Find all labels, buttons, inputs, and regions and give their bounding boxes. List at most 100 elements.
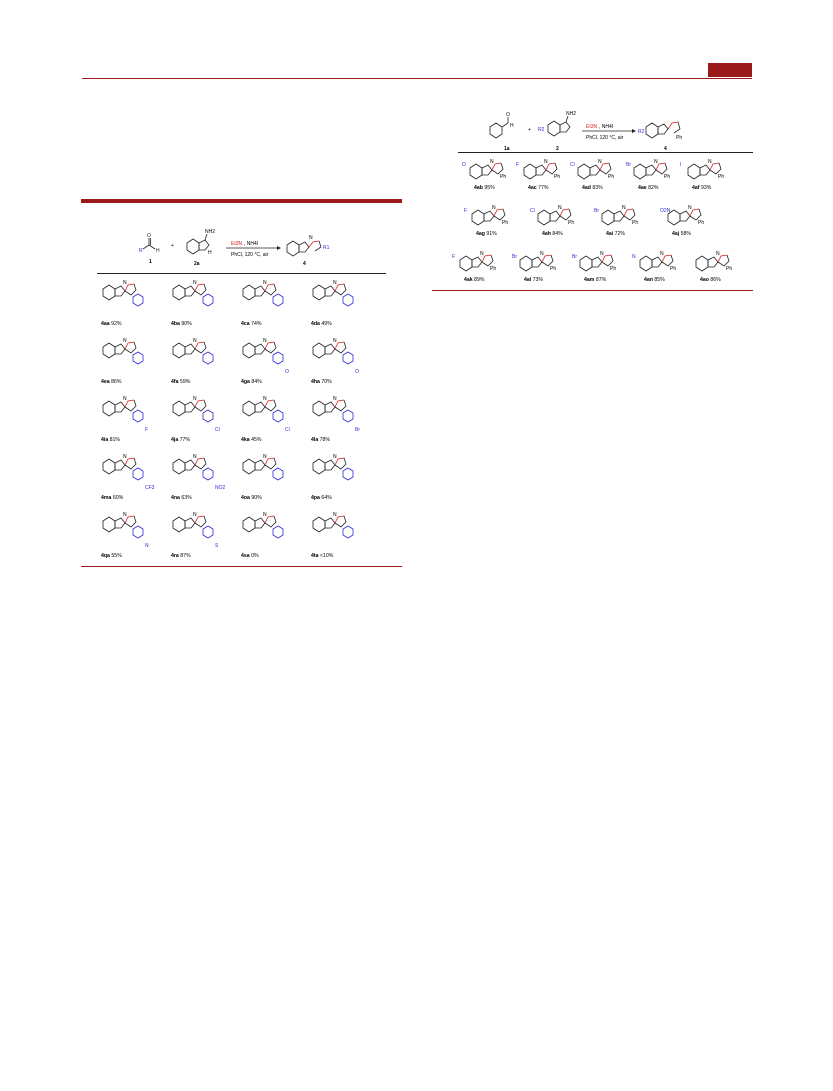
conditions-rest: , NH4I xyxy=(244,241,258,247)
right-substituent-4aj: O2N xyxy=(660,208,671,214)
left-compound-4ma-n-atom: N xyxy=(123,454,127,460)
right-substituent-4ai: Br xyxy=(594,208,599,214)
right-compound-label-4ag: 4ag 91% xyxy=(476,231,497,237)
right-compound-4ag-n-atom: N xyxy=(492,205,496,211)
r2-label-product: R2 xyxy=(638,129,645,135)
left-compound-label-4pa: 4pa 64% xyxy=(311,495,332,501)
r2-label: R2 xyxy=(538,127,545,133)
right-compound-4ac-n-atom: N xyxy=(544,159,548,165)
right-substituent-4ae: Br xyxy=(626,162,631,168)
right-compound-label-4af: 4af 93% xyxy=(692,185,712,191)
left-scheme-bottom-rule xyxy=(81,566,402,567)
left-compound-4ja-structure: NCl xyxy=(172,396,220,433)
left-compound-4pa-structure: N xyxy=(312,454,354,481)
right-compound-label-4ae: 4ae 82% xyxy=(638,185,659,191)
right-compound-label-4aj: 4aj 58% xyxy=(672,231,692,237)
right-substituent-4ah: Cl xyxy=(530,208,535,214)
aminoindazole-structure xyxy=(186,233,210,255)
left-compound-4fa-n-atom: N xyxy=(193,338,197,344)
right-compound-4ac-structure: N Ph F xyxy=(516,159,560,180)
sm2-label-r: 2 xyxy=(556,146,559,152)
left-compound-label-4ia: 4ia 81% xyxy=(101,437,121,443)
left-compound-4ra-n-atom: N xyxy=(193,512,197,518)
left-compound-label-4da: 4da 49% xyxy=(311,321,332,327)
right-substituent-4an: N xyxy=(632,254,636,260)
left-substituent-4ga: O xyxy=(285,369,289,375)
right-compound-label-4ak: 4ak 89% xyxy=(464,277,485,283)
left-compound-4aa-n-atom: N xyxy=(123,280,127,286)
left-compound-4la-structure: NBr xyxy=(312,396,360,433)
r1-group-label: R1 xyxy=(323,245,330,251)
right-scheme-bottom-rule xyxy=(432,290,753,291)
nh2-label: NH2 xyxy=(205,229,215,235)
right-substituent-4ac: F xyxy=(516,162,519,168)
left-substituent-4ka: Cl xyxy=(285,427,290,433)
left-compound-4ia-structure: NF xyxy=(102,396,148,433)
right-reaction-equation: O H 1a + NH2 R2 2 Et3N , NH4I PhCl, 120 … xyxy=(489,111,682,152)
left-scheme: R O H 1 + NH2 H 2a Et3N , NH4I PhCl, 120… xyxy=(81,203,402,565)
left-substituent-4qa: N xyxy=(145,543,149,549)
right-compound-4ah-n-atom: N xyxy=(558,205,562,211)
right-ph-4an: Ph xyxy=(670,266,676,272)
right-substituent-4ab: O xyxy=(462,162,466,168)
right-compound-label-4ao: 4ao 86% xyxy=(700,277,721,283)
left-compound-4ha-n-atom: N xyxy=(333,338,337,344)
conditions-bottom: PhCl, 120 °C, air xyxy=(231,252,269,258)
left-compound-4ta-n-atom: N xyxy=(333,512,337,518)
right-substituent-4ak: F xyxy=(452,254,455,260)
right-ph-4af: Ph xyxy=(718,174,724,180)
left-compound-4ea-n-atom: N xyxy=(123,338,127,344)
right-ph-4am: Ph xyxy=(610,266,616,272)
right-compound-label-4ab: 4ab 95% xyxy=(474,185,495,191)
right-compound-label-4ah: 4ah 84% xyxy=(542,231,563,237)
aldehyde-o-label: O xyxy=(147,233,151,239)
benzaldehyde-structure xyxy=(489,117,509,139)
product-structure xyxy=(286,240,322,257)
right-ph-4ac: Ph xyxy=(554,174,560,180)
left-compound-label-4qa: 4qa 55% xyxy=(101,553,122,559)
left-compound-4la-n-atom: N xyxy=(333,396,337,402)
left-compound-4ea-structure: N xyxy=(102,338,144,365)
right-compound-4ai-structure: N Ph Br xyxy=(594,205,638,226)
conditions-bottom-r: PhCl, 120 °C, air xyxy=(586,135,624,141)
right-compound-label-4am: 4am 87% xyxy=(584,277,607,283)
right-ph-4ae: Ph xyxy=(664,174,670,180)
right-ph-4ad: Ph xyxy=(608,174,614,180)
left-compound-4oa-n-atom: N xyxy=(263,454,267,460)
left-compound-4aa-structure: N xyxy=(102,280,144,307)
aldehyde-structure xyxy=(142,238,156,250)
right-compound-label-4ad: 4ad 83% xyxy=(582,185,603,191)
plus-sign-r: + xyxy=(528,127,531,133)
product-n-label: N xyxy=(309,235,313,241)
right-ph-4ah: Ph xyxy=(568,220,574,226)
product-label-r: 4 xyxy=(664,146,667,152)
left-compound-label-4la: 4la 78% xyxy=(311,437,331,443)
aldehyde-o-label-r: O xyxy=(506,112,510,118)
left-reaction-equation: R O H 1 + NH2 H 2a Et3N , NH4I PhCl, 120… xyxy=(139,229,330,267)
plus-sign: + xyxy=(171,243,174,249)
right-compound-4aj-n-atom: N xyxy=(688,205,692,211)
left-substituent-4ra: S xyxy=(215,543,219,549)
conditions-red: Et3N xyxy=(231,241,243,247)
right-compound-4ao-structure: NPh xyxy=(695,251,732,272)
conditions-rest-r: , NH4I xyxy=(599,124,613,130)
left-compound-4sa-n-atom: N xyxy=(263,512,267,518)
right-table-rule xyxy=(458,152,753,153)
aldehyde-h-label: H xyxy=(156,248,160,254)
right-compound-4af-n-atom: N xyxy=(708,159,712,165)
right-substituent-4am: Br xyxy=(572,254,577,260)
left-compound-4ka-n-atom: N xyxy=(263,396,267,402)
right-ph-4ai: Ph xyxy=(632,220,638,226)
right-compound-label-4ai: 4ai 72% xyxy=(606,231,626,237)
right-compound-4ai-n-atom: N xyxy=(622,205,626,211)
left-compound-label-4sa: 4sa 0% xyxy=(241,553,259,559)
